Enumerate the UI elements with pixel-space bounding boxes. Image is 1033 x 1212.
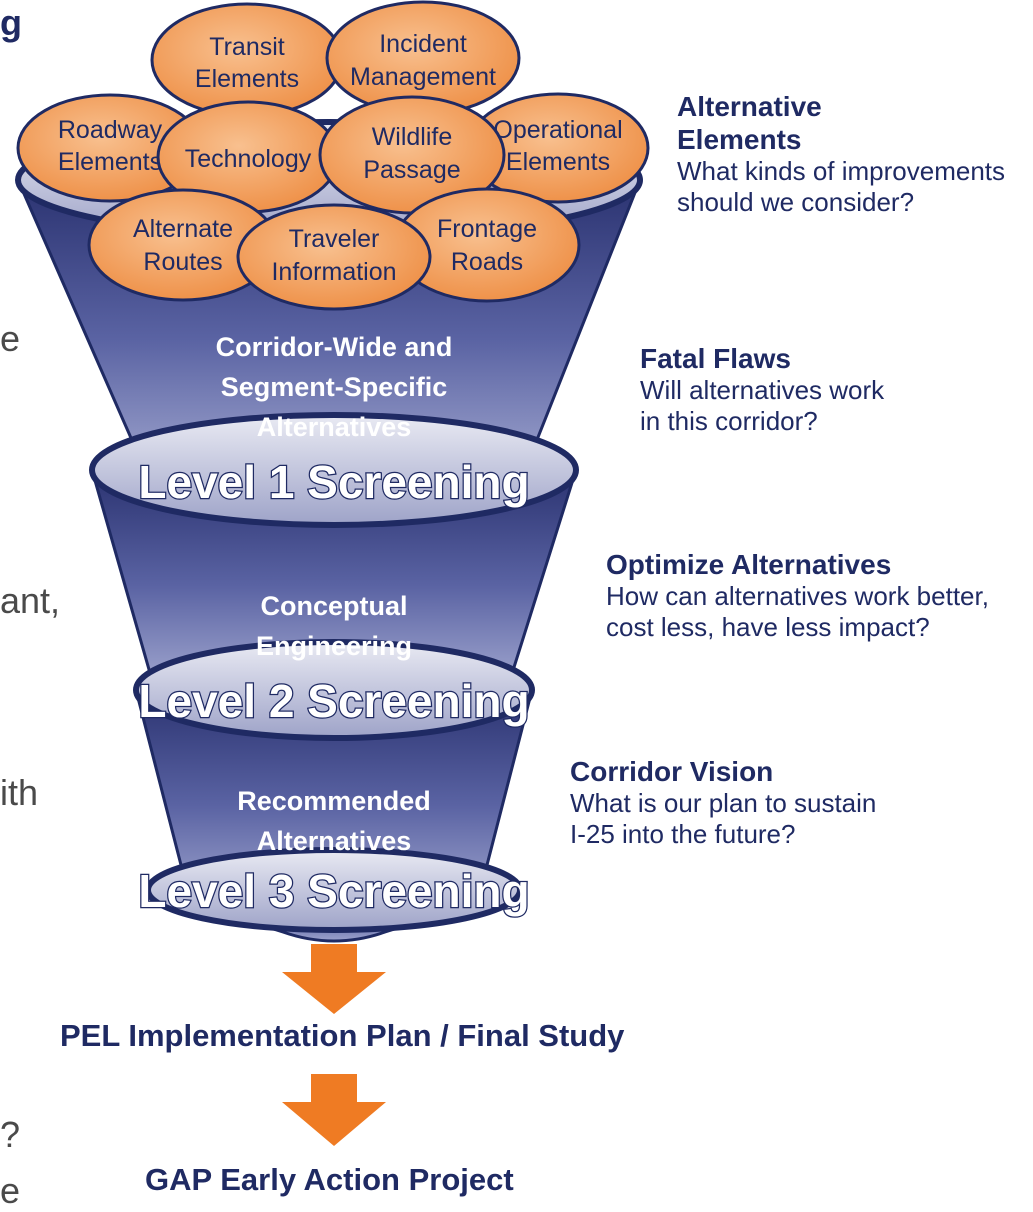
output-gap-project: GAP Early Action Project xyxy=(145,1162,514,1197)
question-alternative-elements-heading-2: Elements xyxy=(677,124,802,156)
question-alternative-elements-body-2: should we consider? xyxy=(677,186,915,217)
element-label-transit-1: Transit xyxy=(209,33,285,61)
funnel-section-level2 xyxy=(133,639,535,902)
bg-fragment-5: e xyxy=(0,1170,21,1211)
element-label-operational-2: Elements xyxy=(506,148,610,176)
question-fatal-flaws-body-2: in this corridor? xyxy=(640,405,818,436)
stage-level1-desc-3: Alternatives xyxy=(257,412,412,442)
stage-level3-title: Level 3 Screening xyxy=(138,865,529,917)
question-vision-body-1: What is our plan to sustain xyxy=(570,788,877,819)
element-label-frontage-1: Frontage xyxy=(437,215,537,243)
element-label-transit-2: Elements xyxy=(195,65,299,93)
bg-fragment-4: ? xyxy=(0,1114,21,1155)
bg-fragment-1: e xyxy=(0,318,21,359)
element-label-traveler-2: Information xyxy=(271,258,396,286)
element-label-wildlife-2: Passage xyxy=(363,156,460,184)
bg-fragment-3: ith xyxy=(0,772,39,813)
stage-level2-desc-2: Engineering xyxy=(256,631,412,661)
stage-level2-desc-1: Conceptual xyxy=(260,591,407,621)
element-label-alternate-1: Alternate xyxy=(133,215,233,243)
element-oval-frontage: Frontage Roads xyxy=(393,187,581,303)
question-fatal-flaws-heading: Fatal Flaws xyxy=(640,343,791,374)
element-label-frontage-2: Roads xyxy=(451,248,523,276)
stage-level2-desc: Conceptual Engineering xyxy=(256,591,412,661)
bg-fragment-2: ant, xyxy=(0,580,61,621)
down-arrow-icon-1 xyxy=(282,944,386,1014)
element-label-incident-2: Management xyxy=(350,63,496,91)
element-label-wildlife-1: Wildlife xyxy=(372,123,453,151)
funnel-section-level3 xyxy=(145,847,523,943)
element-oval-traveler: Traveler Information xyxy=(236,203,432,311)
element-oval-operational: Operational Elements xyxy=(466,92,650,204)
element-label-technology: Technology xyxy=(185,145,312,173)
question-optimize-heading: Optimize Alternatives xyxy=(606,549,892,580)
stage-level1-desc-1: Corridor-Wide and xyxy=(216,332,453,362)
question-vision-heading: Corridor Vision xyxy=(570,756,774,787)
element-label-traveler-1: Traveler xyxy=(289,225,380,253)
element-label-operational-1: Operational xyxy=(493,116,622,144)
element-oval-technology: Technology xyxy=(156,100,340,214)
question-alternative-elements-heading-1: Alternative xyxy=(677,91,822,122)
element-label-incident-1: Incident xyxy=(379,30,467,58)
stage-level1-desc: Corridor-Wide and Segment-Specific Alter… xyxy=(216,332,453,442)
stage-level3-desc-1: Recommended xyxy=(237,786,431,816)
element-label-roadway-2: Elements xyxy=(58,148,162,176)
stage-level3-desc-2: Alternatives xyxy=(257,826,412,856)
stage-level1-title: Level 1 Screening xyxy=(138,456,529,508)
element-oval-transit: Transit Elements xyxy=(150,2,344,118)
question-corridor-vision: Corridor Vision What is our plan to sust… xyxy=(570,755,876,849)
element-oval-wildlife: Wildlife Passage xyxy=(318,95,506,215)
question-fatal-flaws: Fatal Flaws Will alternatives work in th… xyxy=(640,342,884,436)
element-label-roadway-1: Roadway xyxy=(58,116,163,144)
question-alternative-elements: Alternative Elements What kinds of impro… xyxy=(677,90,1005,217)
question-alternative-elements-body-1: What kinds of improvements xyxy=(677,156,1006,187)
element-oval-roadway: Roadway Elements xyxy=(16,93,204,203)
question-optimize-body-2: cost less, have less impact? xyxy=(606,611,930,642)
bg-fragment-top: g xyxy=(0,2,22,43)
question-optimize-body-1: How can alternatives work better, xyxy=(606,581,989,612)
down-arrow-icon-2 xyxy=(282,1074,386,1146)
question-fatal-flaws-body-1: Will alternatives work xyxy=(640,375,885,406)
stage-level2-title: Level 2 Screening xyxy=(138,675,529,727)
stage-level3-desc: Recommended Alternatives xyxy=(237,786,431,856)
funnel-section-level1 xyxy=(89,412,579,682)
question-vision-body-2: I-25 into the future? xyxy=(570,818,796,849)
element-oval-incident: Incident Management xyxy=(325,0,521,116)
stage-level1-desc-2: Segment-Specific xyxy=(221,372,448,402)
question-optimize-alternatives: Optimize Alternatives How can alternativ… xyxy=(606,548,989,642)
output-implementation-plan: PEL Implementation Plan / Final Study xyxy=(60,1018,625,1053)
element-label-alternate-2: Routes xyxy=(143,248,222,276)
element-oval-alternate: Alternate Routes xyxy=(87,188,279,302)
